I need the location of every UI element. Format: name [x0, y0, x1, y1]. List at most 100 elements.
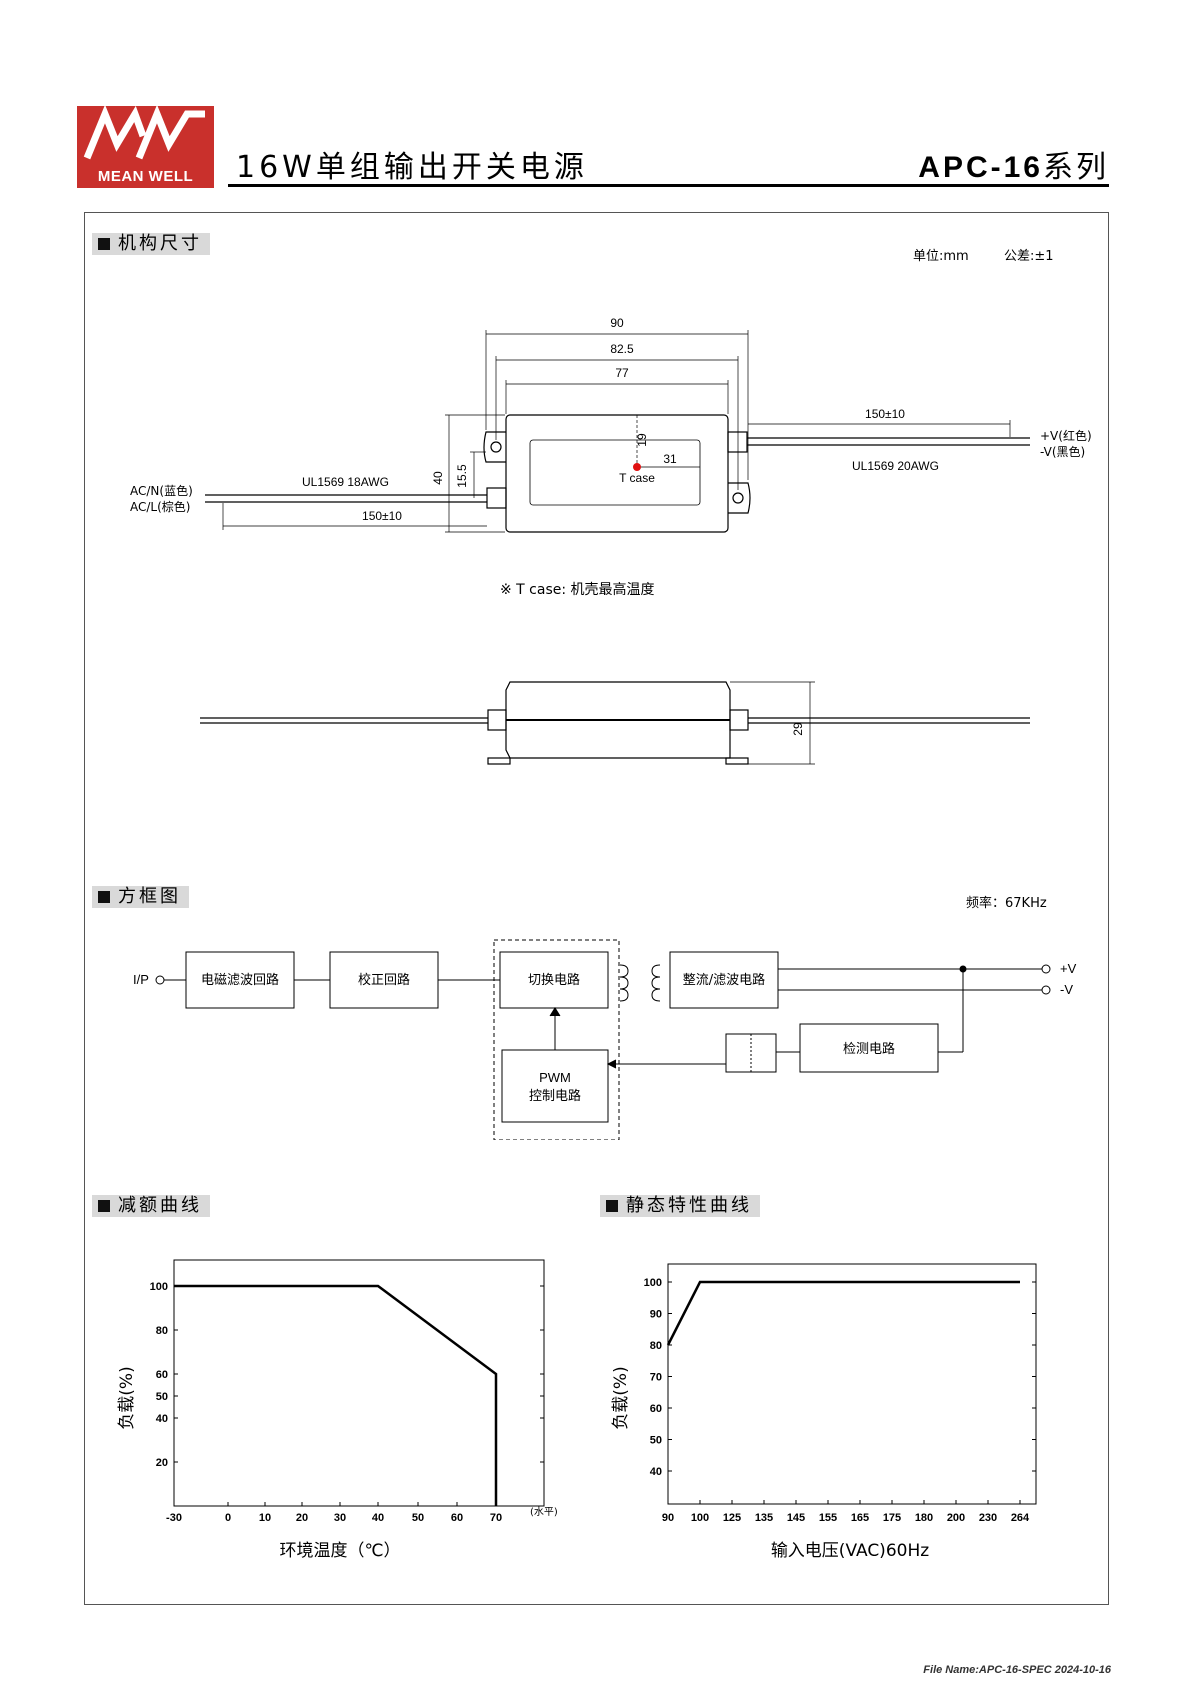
static-y-tick-label: 80 — [650, 1340, 662, 1352]
transformer-secondary — [651, 964, 661, 1002]
dim-77: 77 — [615, 366, 629, 380]
static-y-tick-label: 90 — [650, 1309, 662, 1321]
static-ylabel: 负载(%) — [611, 1366, 631, 1429]
static-y-tick-label: 70 — [650, 1372, 662, 1384]
pfc-label: 校正回路 — [358, 972, 410, 988]
static-x-tick-label: 264 — [1011, 1512, 1030, 1524]
mount-ear-left — [483, 431, 506, 463]
cable-gland-left — [486, 487, 507, 509]
ac-n-label: AC/N(蓝色) — [130, 484, 193, 498]
unit-label: 单位:mm — [913, 249, 969, 264]
static-x-tick-label: 155 — [819, 1512, 837, 1524]
detect-label: 检测电路 — [843, 1041, 895, 1057]
series-title: APC-16系列 — [918, 142, 1109, 186]
derating-frame — [173, 1259, 545, 1507]
rectifier-block — [669, 951, 779, 1009]
dim-15-5: 15.5 — [455, 464, 469, 488]
derating-y-tick-label: 50 — [156, 1391, 168, 1403]
derating-y-tick-label: 80 — [156, 1325, 168, 1337]
mean-well-logo: MEAN WELL — [77, 104, 214, 188]
dim-19: 19 — [635, 433, 649, 447]
static-series-line — [666, 1280, 1020, 1346]
section-mechanical: 机构尺寸 — [92, 233, 210, 255]
mount-ear-right — [728, 482, 751, 514]
static-x-tick-label: 90 — [662, 1512, 674, 1524]
mechanical-drawing: 90 82.5 77 150±10 150±10 40 15.5 19 31 T… — [130, 316, 1092, 765]
derating-x-tick-label: 40 — [372, 1512, 384, 1524]
static-y-tick-label: 100 — [644, 1277, 662, 1289]
derating-x-tick-label: -30 — [166, 1512, 182, 1524]
section-derating: 减额曲线 — [92, 1195, 210, 1217]
switching-block — [499, 951, 609, 1009]
mw-logo-icon — [83, 104, 205, 160]
static-frame — [667, 1263, 1037, 1505]
block-diagram: I/P 电磁滤波回路 校正回路 切换电路 整流/滤波电路 PWM 控制电路 检测… — [133, 939, 1077, 1140]
dim-82-5: 82.5 — [610, 342, 634, 356]
derating-x-tick-label: 50 — [412, 1512, 424, 1524]
derating-y-tick-label: 20 — [156, 1457, 168, 1469]
static-x-tick-label: 180 — [915, 1512, 933, 1524]
case-side-view — [505, 681, 731, 759]
derating-y-tick-label: 60 — [156, 1369, 168, 1381]
derating-series-line — [174, 1284, 498, 1506]
series-model: APC-16 — [918, 151, 1043, 184]
derating-x-suffix: (水平) — [530, 1506, 558, 1518]
file-name-footer: File Name:APC-16-SPEC 2024-10-16 — [923, 1664, 1111, 1676]
static-y-tick-label: 40 — [650, 1466, 662, 1478]
logo-text: MEAN WELL — [97, 168, 194, 185]
emi-label: 电磁滤波回路 — [201, 972, 279, 988]
derating-y-tick-label: 40 — [156, 1413, 168, 1425]
case-top-view — [505, 414, 729, 533]
tcase-note: ※ T case: 机壳最高温度 — [500, 581, 655, 598]
tcase-point — [633, 463, 641, 471]
ip-label: I/P — [133, 972, 149, 987]
static-xlabel: 输入电压(VAC)60Hz — [771, 1541, 929, 1561]
static-y-tick-label: 50 — [650, 1435, 662, 1447]
series-suffix: 系列 — [1043, 150, 1109, 185]
derating-x-tick-label: 70 — [490, 1512, 502, 1524]
cable-gland-right — [727, 431, 748, 453]
pwm-label-1: PWM — [539, 1070, 571, 1085]
ac-l-label: AC/L(棕色) — [130, 499, 190, 514]
v-plus-label: +V(红色) — [1040, 428, 1092, 443]
wire-left-type: UL1569 18AWG — [302, 475, 389, 489]
derating-y-tick-label: 100 — [150, 1281, 168, 1293]
section-block-diagram: 方框图 — [92, 886, 189, 908]
dim-29: 29 — [791, 722, 805, 736]
content-frame — [84, 212, 1109, 1605]
transformer-primary — [619, 964, 629, 1002]
tolerance-label: 公差:±1 — [1004, 249, 1054, 264]
static-x-tick-label: 200 — [947, 1512, 965, 1524]
static-x-tick-label: 230 — [979, 1512, 997, 1524]
derating-x-tick-label: 60 — [451, 1512, 463, 1524]
detection-block — [799, 1023, 939, 1073]
section-static: 静态特性曲线 — [600, 1195, 760, 1217]
static-x-tick-label: 145 — [787, 1512, 805, 1524]
rectifier-label: 整流/滤波电路 — [683, 972, 765, 988]
wire-right-type: UL1569 20AWG — [852, 459, 939, 473]
derating-ylabel: 负载(%) — [117, 1366, 137, 1429]
derating-xlabel: 环境温度（℃） — [279, 1541, 400, 1561]
label-recess — [529, 439, 701, 506]
v-minus-label: -V(黑色) — [1040, 445, 1085, 459]
derating-x-tick-label: 10 — [259, 1512, 271, 1524]
switch-label: 切换电路 — [528, 972, 580, 988]
derating-x-tick-label: 30 — [334, 1512, 346, 1524]
dim-150-left: 150±10 — [362, 509, 402, 523]
static-x-tick-label: 175 — [883, 1512, 901, 1524]
header-rule — [228, 184, 1109, 187]
static-x-tick-label: 135 — [755, 1512, 773, 1524]
static-x-tick-label: 125 — [723, 1512, 741, 1524]
dim-40: 40 — [431, 471, 445, 485]
page-title: 16W单组输出开关电源 — [236, 150, 588, 185]
out-plus-label: +V — [1060, 961, 1077, 976]
static-y-tick-label: 60 — [650, 1403, 662, 1415]
frequency-label: 频率：67KHz — [966, 896, 1047, 911]
controller-group — [493, 939, 620, 1140]
derating-x-tick-label: 0 — [225, 1512, 231, 1524]
dim-90: 90 — [610, 316, 624, 330]
dim-150-right: 150±10 — [865, 407, 905, 421]
tcase-label: T case — [619, 471, 655, 485]
pwm-label-2: 控制电路 — [529, 1088, 581, 1104]
